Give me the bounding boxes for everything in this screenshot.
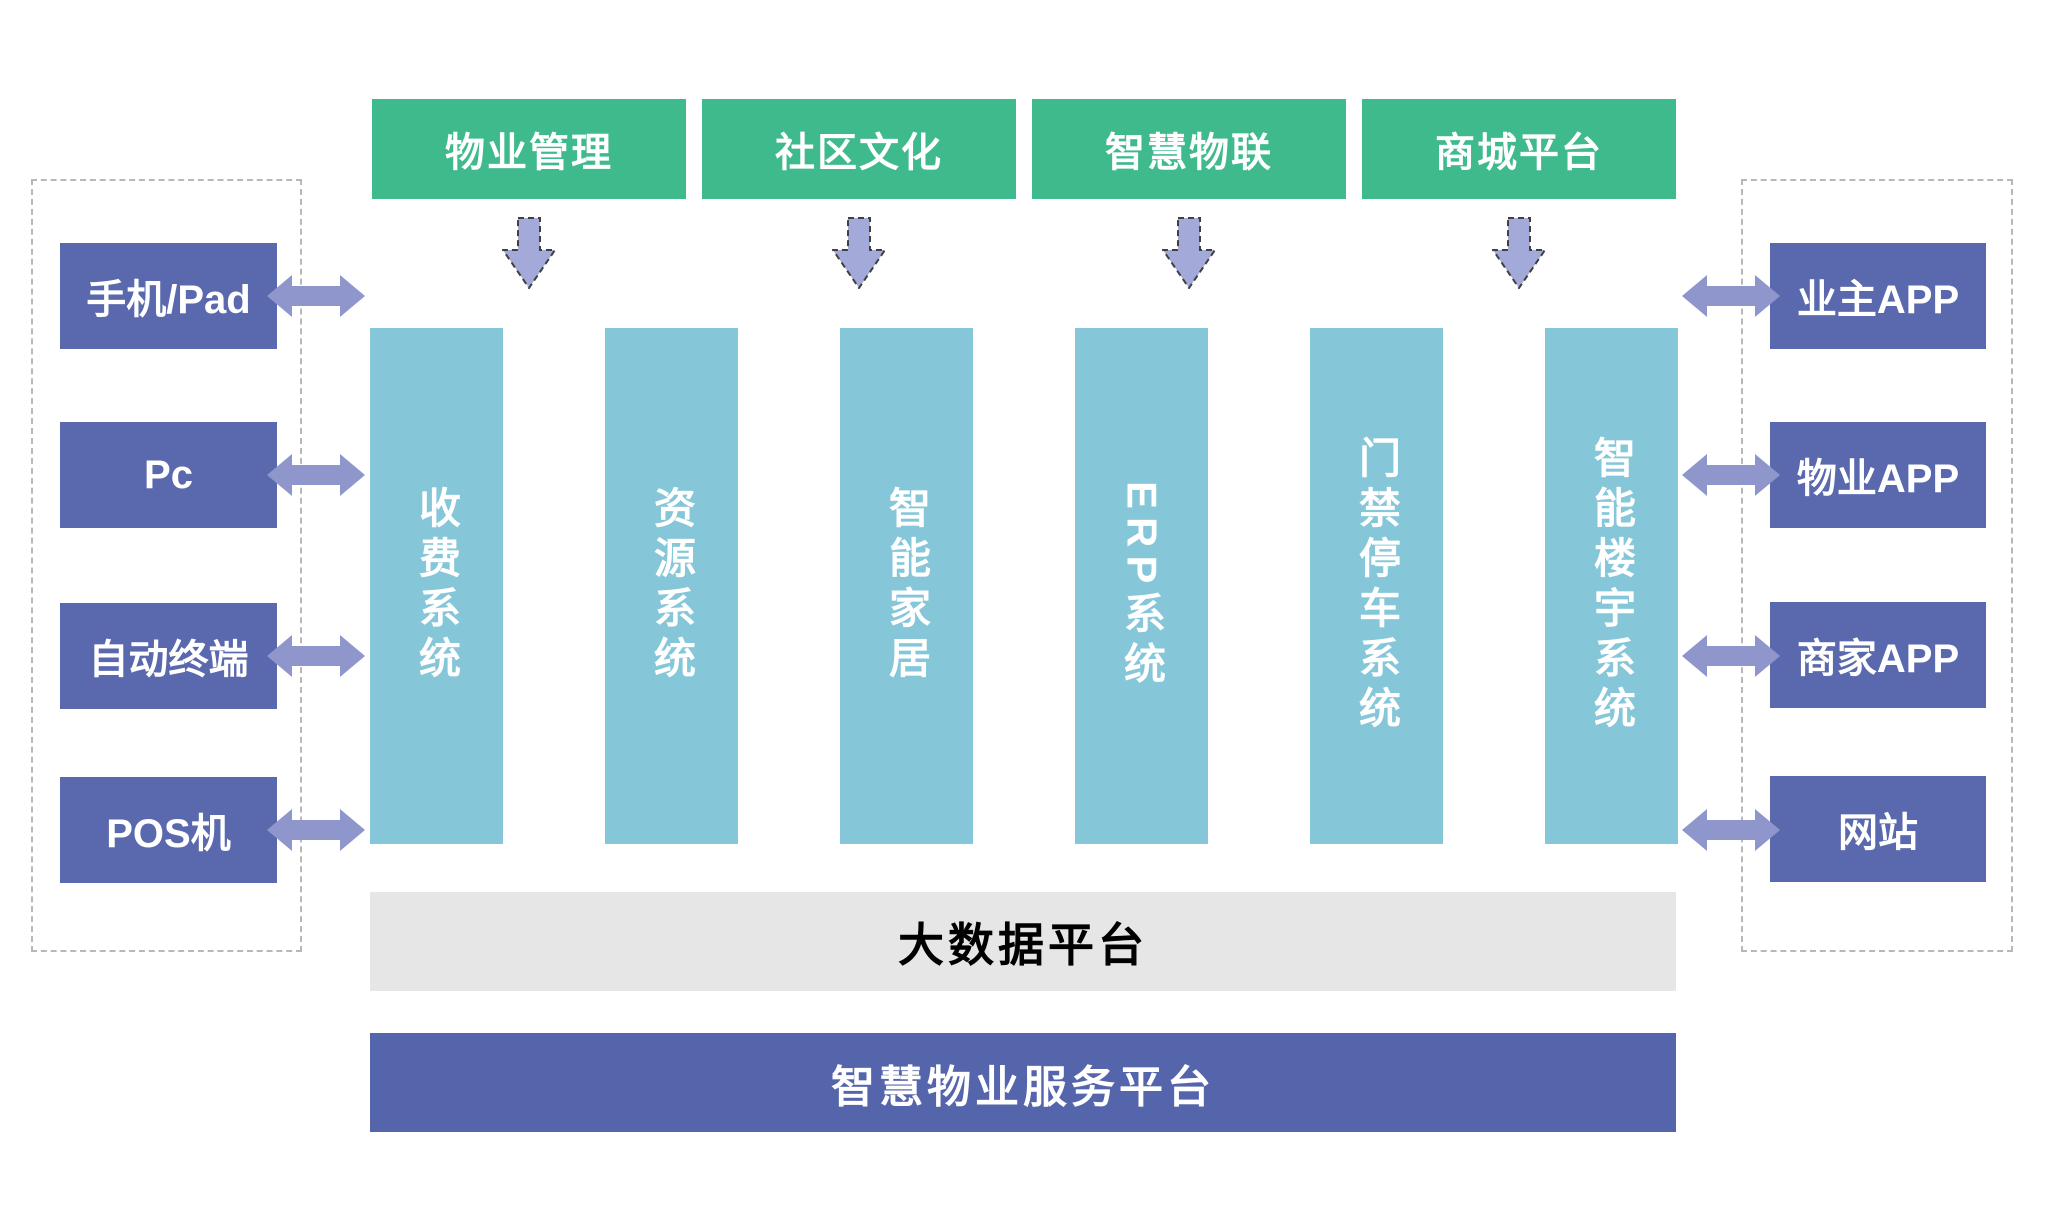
module-box-community-culture: 社区文化 xyxy=(702,99,1016,199)
system-column-access-parking: 门禁停车系统 xyxy=(1310,328,1443,844)
module-label: 商城平台 xyxy=(1435,131,1603,175)
left-right-arrow-icon xyxy=(266,273,366,319)
channel-label: 商家APP xyxy=(1796,637,1960,681)
terminal-box-auto-terminal: 自动终端 xyxy=(60,603,277,709)
module-label: 社区文化 xyxy=(775,131,943,175)
system-label: ERP系统 xyxy=(1118,480,1166,692)
system-label: 智能家居 xyxy=(883,486,931,686)
bar-label: 智慧物业服务平台 xyxy=(831,1062,1215,1112)
down-arrow-icon xyxy=(1162,217,1216,289)
channel-box-owner-app: 业主APP xyxy=(1770,243,1986,349)
terminal-box-mobile-pad: 手机/Pad xyxy=(60,243,277,349)
down-arrow-icon xyxy=(1492,217,1546,289)
channel-box-merchant-app: 商家APP xyxy=(1770,602,1986,708)
channel-label: 业主APP xyxy=(1796,278,1960,322)
bar-label: 大数据平台 xyxy=(898,918,1148,971)
left-right-arrow-icon xyxy=(266,807,366,853)
terminal-label: 自动终端 xyxy=(88,638,249,682)
module-label: 物业管理 xyxy=(445,131,613,175)
left-right-arrow-icon xyxy=(266,633,366,679)
module-box-property-management: 物业管理 xyxy=(372,99,686,199)
system-label: 智能楼宇系统 xyxy=(1588,436,1636,736)
module-label: 智慧物联 xyxy=(1105,131,1273,175)
left-right-arrow-icon xyxy=(1681,273,1781,319)
right-channels-frame xyxy=(1741,179,2013,952)
terminal-label: POS机 xyxy=(106,812,231,856)
terminal-label: Pc xyxy=(144,452,193,497)
terminal-box-pc: Pc xyxy=(60,422,277,528)
left-right-arrow-icon xyxy=(1681,633,1781,679)
system-label: 资源系统 xyxy=(648,486,696,686)
system-column-charging: 收费系统 xyxy=(370,328,503,844)
down-arrow-icon xyxy=(832,217,886,289)
left-right-arrow-icon xyxy=(1681,807,1781,853)
terminal-box-pos: POS机 xyxy=(60,777,277,883)
channel-label: 物业APP xyxy=(1796,457,1960,501)
left-terminals-frame xyxy=(31,179,302,952)
system-column-smart-home: 智能家居 xyxy=(840,328,973,844)
module-box-smart-iot: 智慧物联 xyxy=(1032,99,1346,199)
down-arrow-icon xyxy=(502,217,556,289)
big-data-platform-bar: 大数据平台 xyxy=(370,892,1676,991)
system-label: 门禁停车系统 xyxy=(1353,436,1401,736)
system-column-smart-building: 智能楼宇系统 xyxy=(1545,328,1678,844)
channel-box-property-app: 物业APP xyxy=(1770,422,1986,528)
left-right-arrow-icon xyxy=(1681,452,1781,498)
system-column-resource: 资源系统 xyxy=(605,328,738,844)
terminal-label: 手机/Pad xyxy=(86,278,251,322)
channel-label: 网站 xyxy=(1838,811,1918,855)
module-box-mall-platform: 商城平台 xyxy=(1362,99,1676,199)
system-label: 收费系统 xyxy=(413,486,461,686)
system-column-erp: ERP系统 xyxy=(1075,328,1208,844)
channel-box-website: 网站 xyxy=(1770,776,1986,882)
smart-service-platform-bar: 智慧物业服务平台 xyxy=(370,1033,1676,1132)
left-right-arrow-icon xyxy=(266,452,366,498)
